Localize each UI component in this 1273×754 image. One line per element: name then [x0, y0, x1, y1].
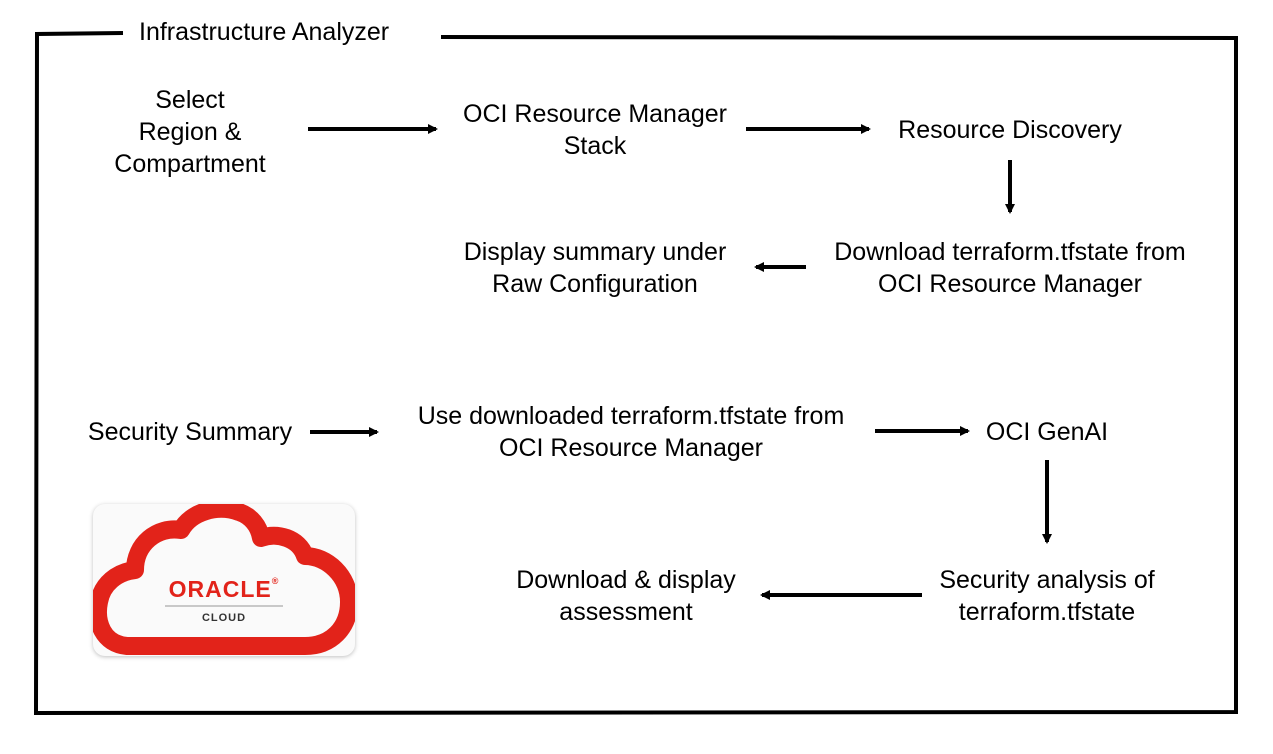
- node-line: OCI Resource Manager: [462, 100, 728, 128]
- node-line: Region &: [138, 118, 242, 146]
- node-download-display: Download & display assessment: [516, 564, 736, 628]
- logo-divider: [165, 605, 283, 607]
- node-line: Download terraform.tfstate from: [834, 238, 1186, 266]
- node-line: Stack: [563, 132, 627, 160]
- flow-edges: [308, 124, 1052, 600]
- cloud-icon: [93, 504, 355, 655]
- node-line: Security Summary: [87, 418, 293, 446]
- node-line: OCI GenAI: [985, 418, 1109, 446]
- node-line: Display summary under: [463, 238, 727, 266]
- cloud-wordmark: CLOUD: [201, 612, 247, 624]
- node-resource-discovery: Resource Discovery: [898, 114, 1122, 146]
- node-line: assessment: [559, 598, 693, 626]
- node-oci-genai: OCI GenAI: [986, 416, 1108, 448]
- node-security-summary: Security Summary: [88, 416, 292, 448]
- oracle-cloud-logo: ORACLE® CLOUD: [93, 504, 355, 656]
- node-line: OCI Resource Manager: [498, 434, 764, 462]
- node-line: Select: [155, 86, 225, 114]
- node-security-analysis: Security analysis of terraform.tfstate: [939, 564, 1154, 628]
- diagram-border: [33, 31, 1238, 716]
- node-line: OCI Resource Manager: [877, 270, 1143, 298]
- node-line: Resource Discovery: [898, 116, 1122, 144]
- diagram-title: Infrastructure Analyzer: [137, 16, 392, 48]
- oracle-brand-text: ORACLE: [168, 576, 272, 602]
- node-line: Security analysis of: [939, 566, 1155, 594]
- node-line: terraform.tfstate: [958, 598, 1136, 626]
- node-line: Raw Configuration: [492, 270, 698, 298]
- node-line: Download & display: [516, 566, 736, 594]
- registered-mark: ®: [271, 576, 280, 586]
- node-line: Compartment: [114, 150, 266, 178]
- oracle-wordmark: ORACLE®: [93, 576, 355, 603]
- node-line: Use downloaded terraform.tfstate from: [417, 402, 845, 430]
